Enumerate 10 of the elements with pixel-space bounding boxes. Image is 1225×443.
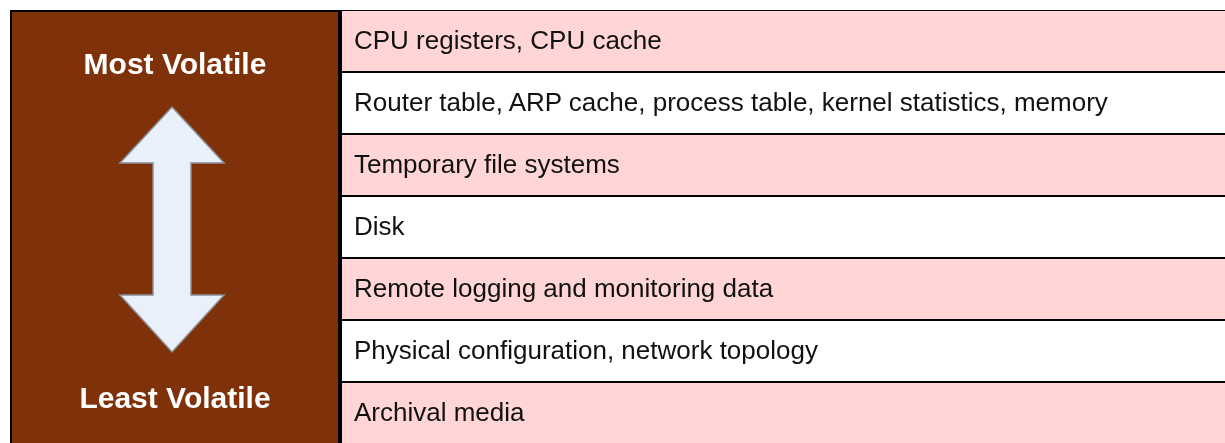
table-row: Physical configuration, network topology — [340, 320, 1225, 382]
table-row: CPU registers, CPU cache — [340, 10, 1225, 72]
side-panel — [10, 10, 340, 443]
table-row: Remote logging and monitoring data — [340, 258, 1225, 320]
top-heading: Most Volatile — [82, 46, 268, 82]
table-row: Temporary file systems — [340, 134, 1225, 196]
bottom-heading: Least Volatile — [78, 380, 272, 416]
table-row: Router table, ARP cache, process table, kernel statistics, memory — [340, 72, 1225, 134]
table-row: Archival media — [340, 382, 1225, 443]
table-row: Disk — [340, 196, 1225, 258]
